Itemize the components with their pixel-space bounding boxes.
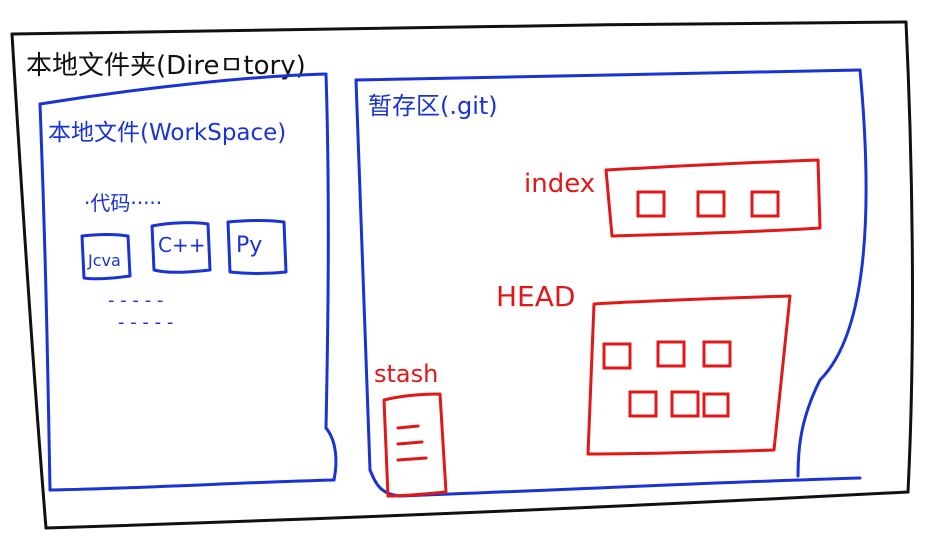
stash-line-2	[396, 440, 424, 446]
stash-box	[382, 392, 448, 498]
stash-label: stash	[374, 360, 438, 388]
head-file-4	[628, 390, 658, 418]
file-label-cpp: C++	[158, 233, 205, 257]
workspace-frame	[38, 72, 338, 492]
head-file-2	[656, 340, 686, 368]
index-file-3	[750, 190, 780, 218]
file-label-java: Jcva	[87, 251, 121, 270]
file-box-py: Py	[226, 219, 288, 275]
head-file-6	[702, 392, 730, 418]
workspace-more-dashes: - - - - -	[108, 290, 163, 311]
directory-title: 本地文件夹(Direㅁtory)	[26, 51, 306, 81]
index-label: index	[524, 169, 595, 199]
stash-line-1	[396, 424, 420, 430]
file-box-cpp: C++	[150, 221, 212, 274]
staging-title: 暂存区(.git)	[368, 92, 498, 120]
head-file-3	[702, 340, 732, 368]
file-label-py: Py	[236, 233, 262, 258]
staging-frame	[354, 68, 868, 498]
index-file-1	[636, 190, 666, 218]
directory-frame	[10, 20, 914, 530]
head-box	[586, 294, 792, 456]
workspace-more-dashes-2: - - - - -	[118, 312, 173, 333]
head-file-1	[602, 342, 632, 370]
workspace-code-label: ·代码·····	[84, 191, 162, 215]
head-label: HEAD	[496, 280, 575, 313]
workspace-title: 本地文件(WorkSpace)	[48, 120, 286, 146]
index-box	[604, 158, 822, 238]
head-file-5	[670, 390, 700, 418]
stash-line-3	[396, 456, 428, 462]
file-box-java: Jcva	[80, 233, 132, 281]
index-file-2	[696, 190, 726, 218]
